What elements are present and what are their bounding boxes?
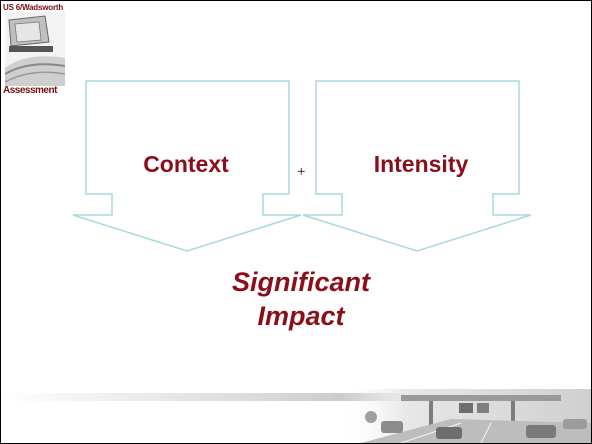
result-line-2: Impact xyxy=(257,301,345,331)
project-logo: US 6/Wadsworth Assessment xyxy=(3,3,67,97)
highway-traffic-photo xyxy=(341,389,591,443)
context-arrow-shape xyxy=(72,80,302,252)
logo-bottom-text: Assessment xyxy=(3,85,57,96)
significant-impact-result: Significant Impact xyxy=(171,265,431,333)
result-line-1: Significant xyxy=(231,267,370,297)
highway-logo-icon xyxy=(5,12,65,86)
footer-gradient-bar xyxy=(1,393,591,401)
diagram-arrows xyxy=(72,80,532,252)
context-label: Context xyxy=(143,151,229,177)
intensity-label: Intensity xyxy=(373,151,469,177)
plus-operator: + xyxy=(297,164,306,180)
intensity-arrow-shape xyxy=(302,80,532,252)
logo-top-text: US 6/Wadsworth xyxy=(3,3,64,12)
